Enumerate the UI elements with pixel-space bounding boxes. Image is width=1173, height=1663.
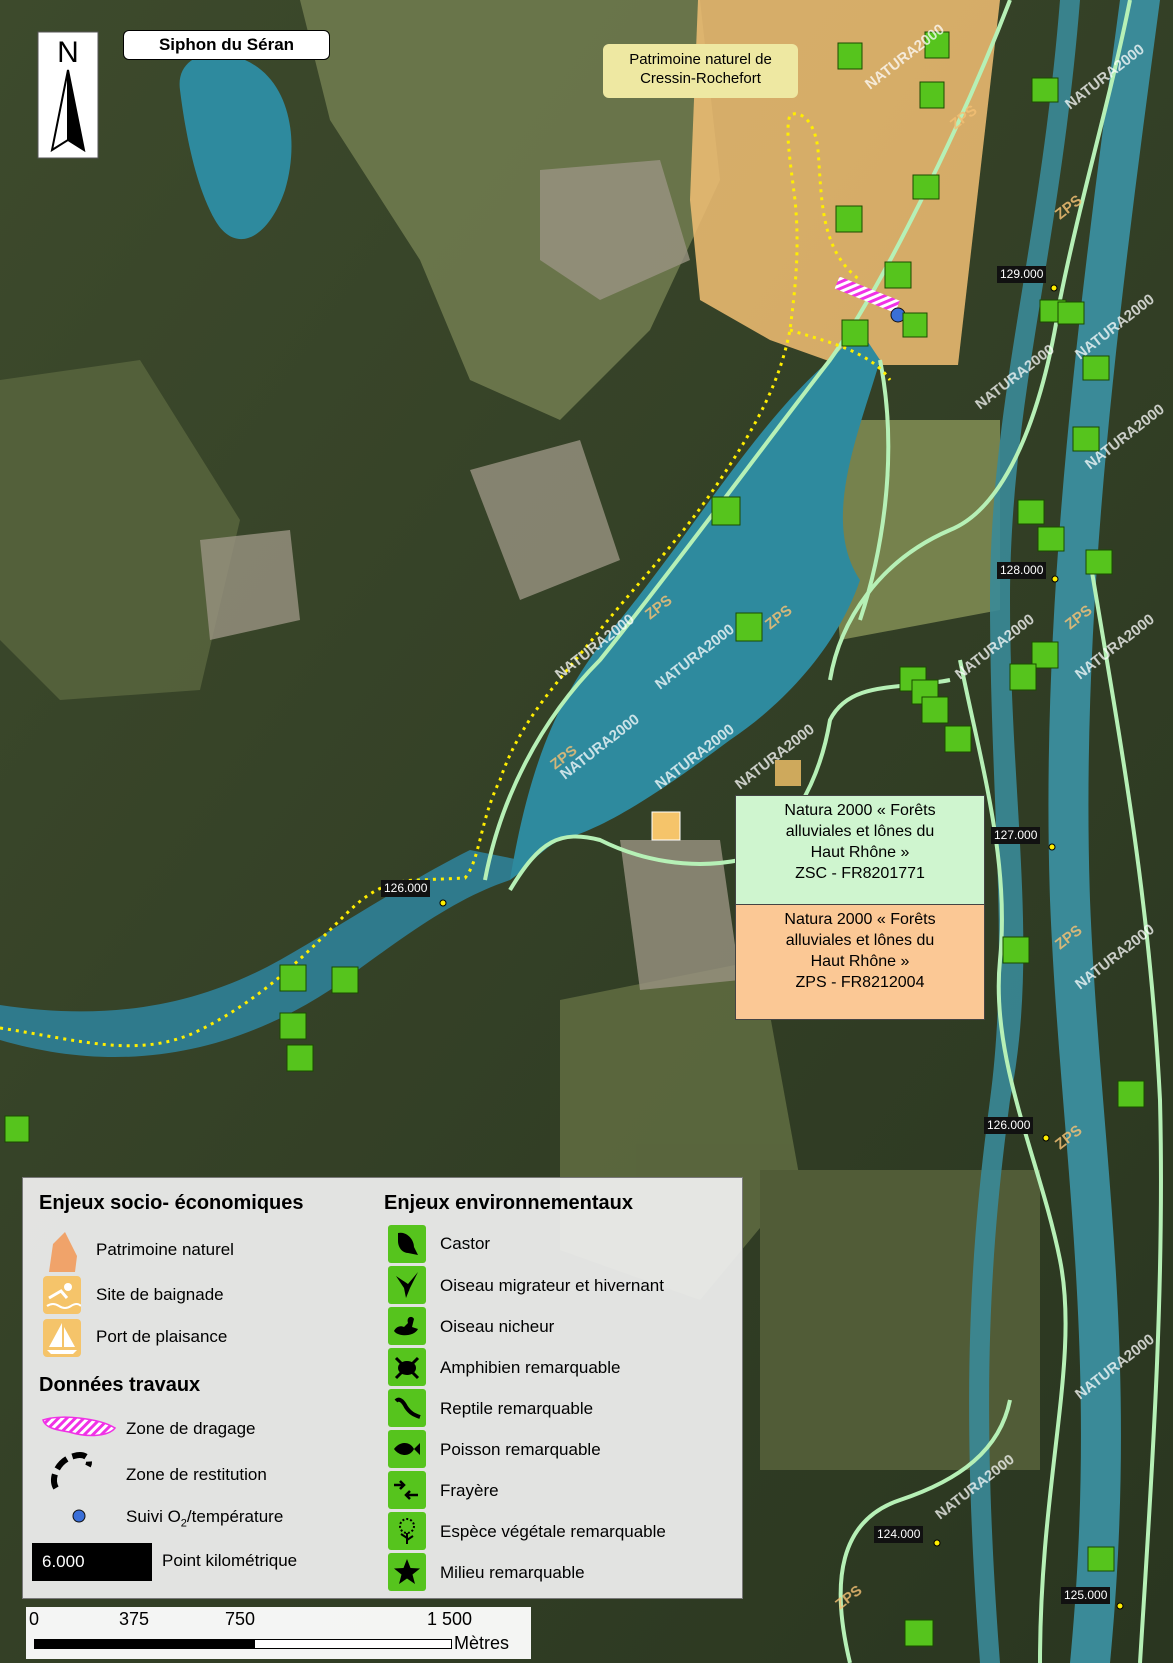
zps-line1: Natura 2000 « Forêts bbox=[784, 911, 936, 928]
legend-env-castor: Castor bbox=[440, 1234, 491, 1253]
legend-env-title: Enjeux environnementaux bbox=[384, 1192, 633, 1214]
zps-line4: ZPS - FR8212004 bbox=[795, 974, 925, 991]
patrimoine-naturel-icon bbox=[49, 1232, 77, 1272]
legend-env-milieu: Milieu remarquable bbox=[440, 1563, 585, 1582]
scale-tick-750: 750 bbox=[225, 1609, 256, 1629]
lake-small bbox=[179, 53, 292, 240]
legend-suivi-label: Suivi O bbox=[126, 1507, 181, 1526]
dredge-zone-icon bbox=[42, 1416, 117, 1437]
zsc-line3: Haut Rhône » bbox=[810, 844, 910, 861]
nesting-bird-icon bbox=[388, 1307, 426, 1345]
pk-marker-129: 129.000 bbox=[997, 266, 1047, 283]
scale-bar: 0 375 750 1 500 Mètres bbox=[26, 1607, 531, 1659]
restitution-zone-icon bbox=[51, 1452, 92, 1490]
amphibian-icon bbox=[388, 1348, 426, 1386]
dredge-zone bbox=[834, 276, 900, 313]
legend-socio-item-patrimoine: Patrimoine naturel bbox=[96, 1240, 234, 1259]
map-title: Siphon du Séran bbox=[123, 30, 330, 60]
legend-env-reptile: Reptile remarquable bbox=[440, 1399, 594, 1418]
species-icons bbox=[4, 31, 1145, 1647]
harbour-icon-map bbox=[651, 811, 681, 841]
zsc-line1: Natura 2000 « Forêts bbox=[784, 802, 936, 819]
zps-line3: Haut Rhône » bbox=[810, 953, 910, 970]
legend-travaux-item-restitution: Zone de restitution bbox=[126, 1465, 267, 1484]
scale-tick-0: 0 bbox=[29, 1609, 40, 1629]
scale-tick-375: 375 bbox=[119, 1609, 150, 1629]
zps-label-box: Natura 2000 « Forêts alluviales et lônes… bbox=[735, 904, 985, 1020]
pk-marker-126-east: 126.000 bbox=[984, 1117, 1034, 1134]
pk-marker-125: 125.000 bbox=[1061, 1587, 1111, 1604]
legend-env-amphibien: Amphibien remarquable bbox=[440, 1358, 621, 1377]
river-east-2 bbox=[969, 0, 1080, 1663]
pk-marker-126-west: 126.000 bbox=[381, 880, 431, 897]
north-label: N bbox=[57, 36, 79, 69]
legend-socio-item-port: Port de plaisance bbox=[96, 1327, 228, 1346]
beaver-icon bbox=[388, 1225, 426, 1263]
legend-socio-title: Enjeux socio- économiques bbox=[39, 1192, 304, 1214]
pk-marker-124: 124.000 bbox=[874, 1526, 924, 1543]
o2-monitoring-icon bbox=[72, 1509, 86, 1523]
legend-travaux-item-suivi: Suivi O2/température bbox=[126, 1507, 283, 1529]
north-arrow-icon bbox=[37, 31, 99, 159]
spawning-icon bbox=[388, 1471, 426, 1509]
legend-pk-label: Point kilométrique bbox=[162, 1551, 298, 1570]
legend-pk-sample: 6.000 bbox=[32, 1543, 152, 1581]
legend-env-poisson: Poisson remarquable bbox=[440, 1440, 601, 1459]
zsc-line2: alluviales et lônes du bbox=[785, 823, 935, 840]
legend-suivi-label-end: /température bbox=[186, 1507, 284, 1526]
farmland bbox=[0, 0, 1040, 1470]
patrimoine-label: Patrimoine naturel de Cressin-Rochefort bbox=[603, 44, 798, 98]
pk-marker-128: 128.000 bbox=[997, 562, 1047, 579]
scale-unit: Mètres bbox=[454, 1633, 510, 1653]
swimming-site-icon bbox=[43, 1276, 81, 1314]
legend-env-oiseau-migrateur: Oiseau migrateur et hivernant bbox=[440, 1276, 664, 1295]
reptile-icon bbox=[388, 1389, 426, 1427]
migratory-bird-icon bbox=[388, 1266, 426, 1304]
villages bbox=[200, 160, 740, 990]
harbour-icon bbox=[43, 1319, 81, 1357]
legend-travaux-item-dragage: Zone de dragage bbox=[126, 1419, 256, 1438]
river-east bbox=[1048, 0, 1160, 1663]
scale-bar-white bbox=[254, 1639, 452, 1649]
zsc-label-box: Natura 2000 « Forêts alluviales et lônes… bbox=[735, 795, 985, 907]
pk-marker-127: 127.000 bbox=[991, 827, 1041, 844]
zsc-line4: ZSC - FR8201771 bbox=[795, 865, 925, 882]
reservoir bbox=[510, 330, 880, 880]
star-icon bbox=[388, 1553, 426, 1591]
fish-icon bbox=[388, 1430, 426, 1468]
legend-env-frayere: Frayère bbox=[440, 1481, 499, 1500]
patrimoine-label-line1: Patrimoine naturel de bbox=[629, 51, 772, 68]
zps-line2: alluviales et lônes du bbox=[785, 932, 935, 949]
legend-travaux-title: Données travaux bbox=[39, 1374, 201, 1396]
legend-env-oiseau-nicheur: Oiseau nicheur bbox=[440, 1317, 555, 1336]
legend-suivi-subscript: 2 bbox=[180, 1517, 187, 1530]
patrimoine-label-line2: Cressin-Rochefort bbox=[640, 70, 761, 87]
scale-bar-black-1 bbox=[34, 1639, 254, 1649]
restitution-path bbox=[789, 328, 892, 381]
legend-panel: Enjeux socio- économiques Patrimoine nat… bbox=[22, 1177, 743, 1599]
river-west bbox=[0, 850, 520, 1058]
legend-socio-item-baignade: Site de baignade bbox=[96, 1285, 224, 1304]
scale-tick-1500: 1 500 bbox=[427, 1609, 473, 1629]
legend-env-vegetale: Espèce végétale remarquable bbox=[440, 1522, 666, 1541]
beach-icon-map bbox=[775, 760, 801, 786]
plant-icon bbox=[388, 1512, 426, 1550]
pk-dots bbox=[439, 284, 1124, 1610]
